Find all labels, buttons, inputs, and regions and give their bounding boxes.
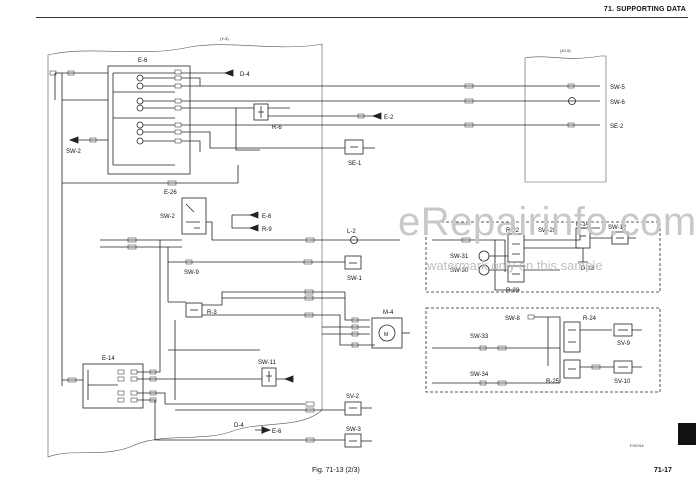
sv10-valve	[613, 360, 633, 374]
watermark-main: eRepairinfo.com	[398, 200, 696, 244]
sw3-label: SW-3	[346, 427, 362, 433]
d4-bottom-label: D-4	[234, 423, 244, 429]
r22-label: R-22	[506, 228, 520, 234]
r14-label: R-14	[576, 222, 590, 228]
e6-connector-pins	[174, 69, 182, 144]
sw2-mid-label: SW-2	[160, 214, 176, 220]
figure-caption: Fig. 71-13 (2/3)	[312, 467, 360, 474]
sw12-label: SW-12	[608, 225, 627, 231]
sv9-label: SV-9	[617, 341, 631, 347]
sv2-label: SV-2	[346, 394, 360, 400]
m4-label: M-4	[383, 310, 394, 316]
r9-arrow-label: R-9	[262, 227, 272, 233]
reference-code: F00764	[630, 443, 644, 448]
e14-block	[82, 363, 144, 409]
sw3-switch	[344, 433, 362, 448]
l2-lamp	[350, 236, 358, 244]
sw6-label: SW-6	[610, 100, 626, 106]
sw11-switch	[261, 367, 277, 387]
sw34-label: SW-34	[470, 372, 489, 378]
sw30-label: SW-30	[450, 268, 469, 274]
sw2-mid-switch	[181, 197, 207, 235]
sw31-label: SW-31	[450, 254, 469, 260]
left-panel-outline	[47, 43, 323, 458]
e26-label: E-26	[164, 190, 177, 196]
m4-motor	[378, 324, 396, 342]
r23-label: R-23	[506, 288, 520, 294]
r23-relay	[507, 265, 525, 283]
page-number: 71-17	[654, 467, 672, 474]
r3-label: R-3	[207, 310, 217, 316]
header-rule	[36, 17, 688, 18]
l2-label: L-2	[347, 229, 356, 235]
sv10-label: SV-10	[614, 379, 631, 385]
sw9-mid-label: SW-9	[184, 270, 200, 276]
sw11-label: SW-11	[258, 360, 276, 366]
sw1-label: SW-1	[347, 276, 363, 282]
se2-label: SE-2	[610, 124, 624, 130]
r25-relay	[563, 359, 581, 379]
right-upper-dashed-box	[425, 221, 661, 293]
e2-label: E-2	[384, 115, 394, 121]
right-lower-dashed-box	[425, 307, 661, 393]
e6-bottom-label: E-6	[272, 429, 282, 435]
e6-block	[107, 65, 191, 175]
e6-arrow-label: E-6	[262, 214, 272, 220]
right-top-panel-outline	[524, 55, 607, 183]
r6-relay	[253, 103, 269, 121]
r24-label: R-24	[583, 316, 597, 322]
watermark-sub: watermark only on this sample	[427, 258, 603, 273]
e6-label: E-6	[138, 58, 148, 64]
r3-relay	[185, 302, 203, 318]
e14-pins	[117, 369, 138, 403]
sw1-switch	[344, 255, 362, 270]
continuation-mark-y3: (Y-3)	[220, 36, 229, 41]
sw28-label: SW-28	[538, 228, 557, 234]
svg-text:M: M	[384, 332, 388, 338]
se1-sensor	[344, 139, 364, 155]
r24-relay	[563, 321, 581, 353]
d13-label: D-13	[581, 266, 595, 272]
d4-top-label: D-4	[240, 72, 250, 78]
r25-label: R-25	[546, 379, 560, 385]
continuation-mark-10-5: (10-5)	[560, 48, 571, 53]
e14-label: E-14	[102, 356, 115, 362]
sv2-valve	[344, 401, 362, 416]
sw5-label: SW-5	[610, 85, 626, 91]
sw2-left-label: SW-2	[66, 149, 82, 155]
section-title: 71. SUPPORTING DATA	[603, 6, 686, 13]
e6-lamps	[136, 74, 144, 145]
se1-label: SE-1	[348, 161, 362, 167]
section-tab-marker	[678, 423, 696, 445]
r6-label: R-6	[272, 125, 282, 131]
sw8-label: SW-8	[505, 316, 521, 322]
sw33-label: SW-33	[470, 334, 489, 340]
